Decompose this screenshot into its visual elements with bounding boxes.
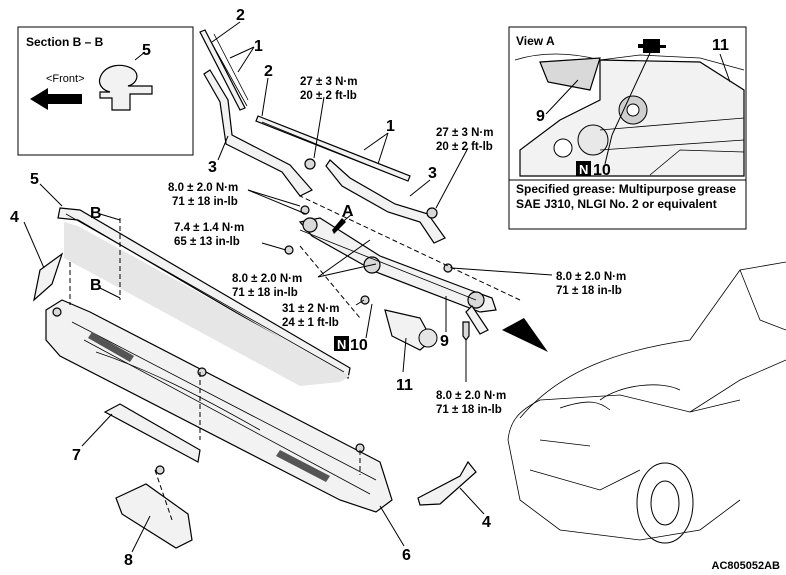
torque-7-ftlb: 24 ± 1 ft-lb — [282, 317, 339, 329]
arm-nut — [304, 158, 316, 170]
callout-1-upper: 1 — [254, 38, 263, 55]
leader-lines — [23, 21, 553, 553]
cowl-bracket — [115, 465, 193, 549]
torque-specs: 27 ± 3 N·m 20 ± 2 ft-lb 27 ± 3 N·m 20 ± … — [168, 76, 626, 416]
callout-1-lower: 1 — [386, 118, 395, 135]
callout-8: 8 — [124, 552, 133, 569]
cowl-vent-grille — [88, 332, 330, 482]
wiper-linkage — [298, 217, 497, 335]
callout-b-lower: B — [90, 277, 102, 294]
callout-7: 7 — [72, 447, 81, 464]
wiper-arm-right — [325, 159, 446, 244]
callout-3-right: 3 — [428, 165, 437, 182]
callout-a: A — [342, 203, 354, 220]
torque-3-inlb: 71 ± 18 in-lb — [172, 196, 238, 208]
clip — [197, 367, 207, 377]
wiper-blade-left — [199, 29, 249, 111]
bolt — [284, 245, 294, 255]
front-label: <Front> — [46, 73, 85, 85]
n-symbol-box — [576, 161, 591, 176]
view-direction-arrow-icon — [502, 318, 548, 352]
callout-b-upper: B — [90, 205, 102, 222]
torque-3-nm: 8.0 ± 2.0 N·m — [168, 182, 238, 194]
callout-4-right: 4 — [482, 514, 491, 531]
torque-6-nm: 8.0 ± 2.0 N·m — [556, 271, 626, 283]
view-a-n-symbol: N — [579, 162, 588, 177]
torque-8-inlb: 71 ± 18 in-lb — [436, 404, 502, 416]
figure-code: AC805052AB — [711, 560, 780, 572]
view-a-label-9: 9 — [536, 108, 545, 125]
callout-2-lower: 2 — [264, 63, 273, 80]
callout-9: 9 — [440, 333, 449, 350]
torque-1-nm: 27 ± 3 N·m — [300, 76, 357, 88]
torque-6-inlb: 71 ± 18 in-lb — [556, 285, 622, 297]
view-a-label-11: 11 — [712, 37, 729, 54]
torque-1-ftlb: 20 ± 2 ft-lb — [300, 90, 357, 102]
grease-gun-icon — [638, 39, 666, 53]
bolt — [360, 295, 370, 305]
grease-note: Specified grease: Multipurpose grease SA… — [516, 182, 737, 211]
section-title: Section B – B — [26, 35, 104, 49]
cowl-top-molding — [57, 207, 351, 379]
callout-10: 10 — [350, 337, 368, 354]
section-part-5-label: 5 — [142, 42, 151, 59]
torque-5-nm: 8.0 ± 2.0 N·m — [232, 273, 302, 285]
torque-5-inlb: 71 ± 18 in-lb — [232, 287, 298, 299]
torque-2-nm: 27 ± 3 N·m — [436, 127, 493, 139]
callout-6: 6 — [402, 547, 411, 564]
bolt — [462, 321, 470, 341]
view-a-detail-drawing — [514, 39, 745, 177]
side-cover-left — [33, 252, 64, 302]
callout-5: 5 — [30, 171, 39, 188]
wiper-blade-right — [255, 115, 411, 182]
n-symbol-box-main — [334, 336, 349, 351]
callout-11: 11 — [396, 377, 413, 394]
callout-2-upper: 2 — [236, 7, 245, 24]
bolt — [443, 263, 453, 273]
clip — [52, 307, 62, 317]
torque-8-nm: 8.0 ± 2.0 N·m — [436, 390, 506, 402]
view-title: View A — [516, 34, 555, 48]
callout-3-left: 3 — [208, 159, 217, 176]
callout-n-symbol: N — [337, 337, 346, 352]
cowl-top-cover — [45, 299, 393, 513]
front-arrow-icon — [30, 88, 82, 110]
view-a-label-10: 10 — [593, 162, 611, 179]
wiper-motor — [384, 309, 438, 351]
arm-nut — [426, 207, 438, 219]
side-cover-right — [417, 460, 477, 506]
molding-section-icon — [98, 64, 153, 111]
torque-7-nm: 31 ± 2 N·m — [282, 303, 339, 315]
cowl-panel-outline — [64, 222, 350, 386]
view-a-arrow-icon — [332, 218, 346, 234]
view-a-inset: View A 11 9 N 10 Specified grease: Multi… — [508, 26, 747, 230]
torque-4-inlb: 65 ± 13 in-lb — [174, 236, 240, 248]
cowl-seal — [103, 403, 201, 463]
torque-4-nm: 7.4 ± 1.4 N·m — [174, 222, 244, 234]
car-body-outline — [507, 261, 786, 544]
torque-2-ftlb: 20 ± 2 ft-lb — [436, 141, 493, 153]
callout-4-left: 4 — [10, 209, 19, 226]
section-b-b-inset: Section B – B <Front> 5 — [17, 26, 194, 156]
